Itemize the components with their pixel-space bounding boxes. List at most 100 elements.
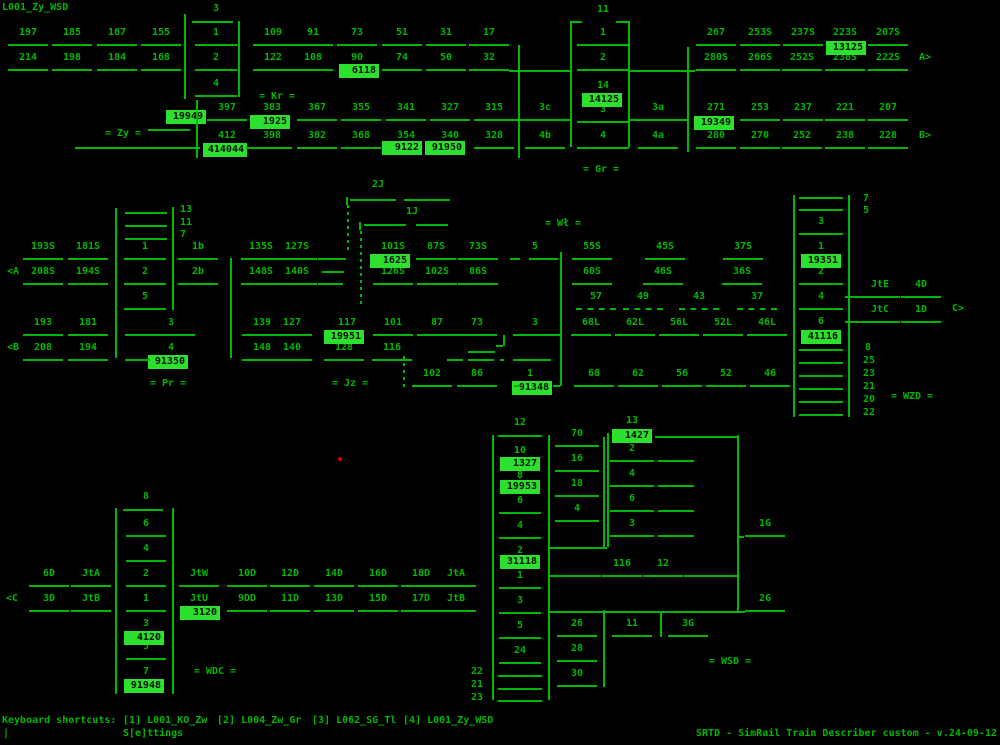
- track-label: 193S: [30, 241, 56, 252]
- track-label: 3: [628, 518, 636, 529]
- shortcut-board-1[interactable]: [1] L001_KO_Zw: [123, 715, 208, 726]
- train-number[interactable]: 3120: [180, 606, 220, 620]
- train-number[interactable]: 1625: [370, 254, 410, 268]
- track-line-vertical: [603, 437, 605, 547]
- track-label: <B: [6, 342, 20, 353]
- train-number[interactable]: 41116: [801, 330, 841, 344]
- track-label: 341: [396, 102, 416, 113]
- track-label: 74: [395, 52, 409, 63]
- station-label-wl: = Wł =: [544, 218, 582, 229]
- track-label: 181: [78, 317, 98, 328]
- track-label: A>: [918, 52, 932, 63]
- track-line: [496, 345, 503, 347]
- track-label: 5: [516, 620, 524, 631]
- track-line: [548, 611, 745, 613]
- train-number[interactable]: 9122: [382, 141, 422, 155]
- track-line: [706, 385, 746, 387]
- track-line: [358, 610, 398, 612]
- track-line: [241, 258, 281, 260]
- track-label: 140S: [284, 266, 310, 277]
- track-label: 340: [440, 130, 460, 141]
- train-number[interactable]: 1925: [250, 115, 290, 129]
- track-label: JtB: [446, 593, 466, 604]
- track-line: [783, 44, 823, 46]
- track-label: 2J: [371, 179, 385, 190]
- track-line: [68, 283, 108, 285]
- track-label: 73: [350, 27, 364, 38]
- train-number[interactable]: 19953: [500, 480, 540, 494]
- track-line: [799, 401, 843, 403]
- track-label: 52: [719, 368, 733, 379]
- track-line: [207, 119, 247, 121]
- track-line: [740, 69, 780, 71]
- train-number[interactable]: 91948: [124, 679, 164, 693]
- track-line-vertical: [607, 433, 609, 547]
- track-label: JtE: [870, 279, 890, 290]
- track-label: 222S: [875, 52, 901, 63]
- track-line: [314, 610, 354, 612]
- track-label: 5: [862, 205, 870, 216]
- track-label: 1: [817, 241, 825, 252]
- train-number[interactable]: 1427: [612, 429, 652, 443]
- track-line: [498, 435, 542, 437]
- track-line: [314, 585, 354, 587]
- train-number[interactable]: 91348: [512, 381, 552, 395]
- shortcut-board-4[interactable]: [4] L001_Zy_WSD: [403, 715, 494, 726]
- track-label: 5: [531, 241, 539, 252]
- track-line-vertical: [603, 610, 605, 687]
- train-number[interactable]: 4120: [124, 631, 164, 645]
- train-number[interactable]: 91350: [148, 355, 188, 369]
- track-line: [498, 675, 542, 677]
- track-label: 223S: [832, 27, 858, 38]
- track-line: [514, 119, 570, 121]
- train-number[interactable]: 19951: [324, 330, 364, 344]
- train-number[interactable]: 1327: [500, 457, 540, 471]
- track-line: [126, 585, 166, 587]
- track-label: 8: [516, 470, 524, 481]
- track-label: 109: [263, 27, 283, 38]
- track-line: [469, 69, 509, 71]
- track-line: [860, 321, 900, 323]
- track-line: [557, 685, 597, 687]
- track-label: 253: [750, 102, 770, 113]
- settings-button[interactable]: S[e]ttings: [123, 728, 184, 739]
- train-number[interactable]: 6118: [339, 64, 379, 78]
- track-line: [430, 119, 470, 121]
- track-line: [553, 385, 560, 387]
- dotted-connector-line: [360, 231, 362, 308]
- track-label: 12D: [280, 568, 300, 579]
- train-number[interactable]: 14125: [582, 93, 622, 107]
- train-number[interactable]: 19351: [801, 254, 841, 268]
- track-line: [272, 334, 312, 336]
- track-line: [825, 147, 865, 149]
- track-line: [227, 585, 267, 587]
- track-line: [799, 375, 843, 377]
- track-line-vertical: [115, 508, 117, 694]
- track-line: [412, 385, 452, 387]
- train-number[interactable]: 19349: [694, 116, 734, 130]
- train-number[interactable]: 31118: [500, 555, 540, 569]
- track-line: [577, 121, 629, 123]
- track-line: [499, 512, 541, 514]
- track-line: [124, 283, 166, 285]
- track-line: [737, 536, 744, 538]
- track-line: [68, 359, 108, 361]
- track-line: [696, 147, 736, 149]
- shortcut-board-2[interactable]: [2] L004_Zw_Gr: [217, 715, 302, 726]
- shortcut-board-3[interactable]: [3] L062_SG_Tl: [312, 715, 397, 726]
- track-label: 51: [395, 27, 409, 38]
- track-line: [148, 129, 190, 131]
- track-label: 101: [383, 317, 403, 328]
- track-label: JtA: [81, 568, 101, 579]
- train-number[interactable]: 13125: [826, 41, 866, 55]
- train-number[interactable]: 19949: [166, 110, 206, 124]
- track-label: 12: [513, 417, 527, 428]
- track-label: 135S: [248, 241, 274, 252]
- track-label: 25: [862, 355, 876, 366]
- track-label: 270: [750, 130, 770, 141]
- train-number[interactable]: 91950: [425, 141, 465, 155]
- train-number[interactable]: 414044: [203, 143, 247, 157]
- track-line: [23, 258, 63, 260]
- track-line: [277, 283, 317, 285]
- track-line: [658, 460, 694, 462]
